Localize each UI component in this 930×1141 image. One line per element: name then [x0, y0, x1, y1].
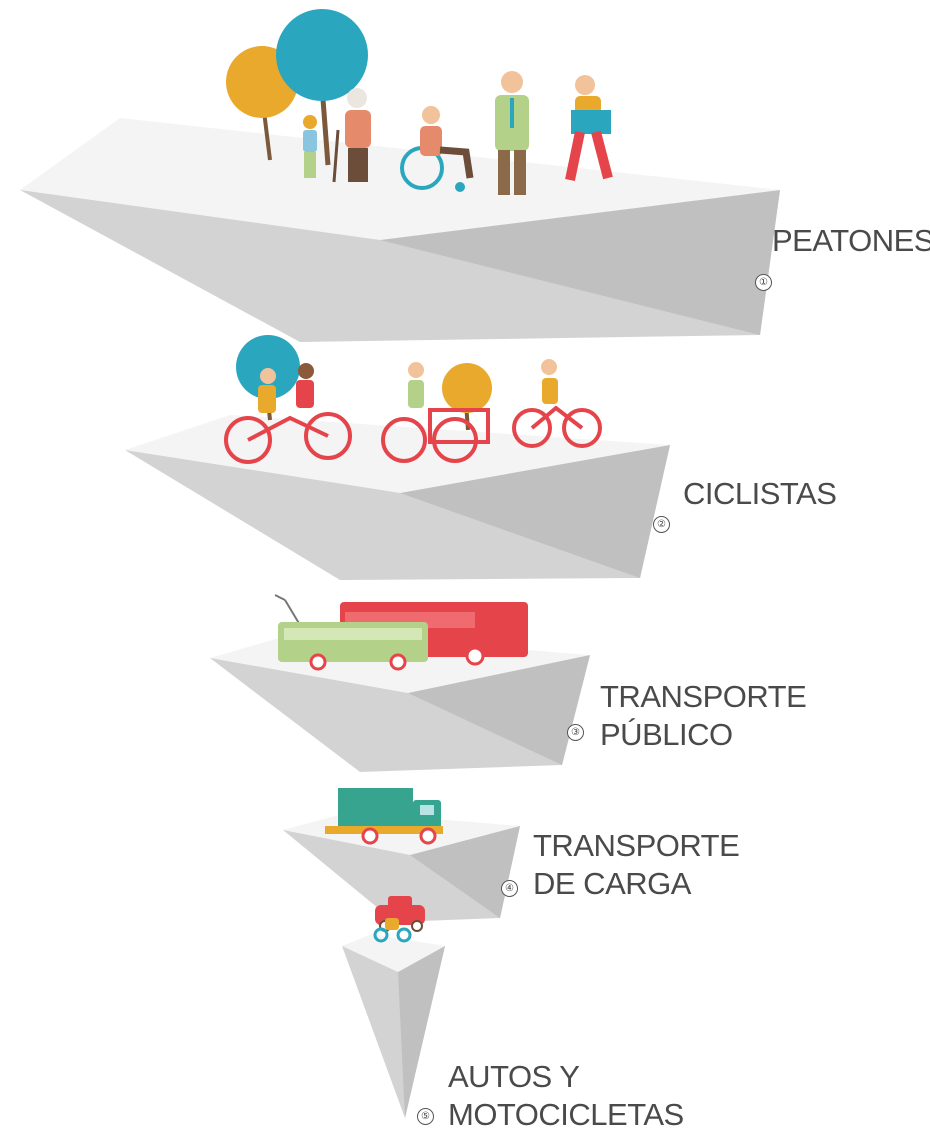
- tier-2-label-line: CICLISTAS: [683, 476, 837, 511]
- tier-4-label-line-2: DE CARGA: [533, 866, 691, 901]
- tier-3-label-line-1: TRANSPORTE: [600, 679, 807, 714]
- tier-4-label: TRANSPORTE DE CARGA: [533, 827, 740, 903]
- tier-1-label: PEATONES: [772, 222, 930, 260]
- truck-icon: [338, 788, 413, 830]
- motorcycle-icon: [373, 927, 389, 943]
- freight-illustration: [325, 788, 443, 845]
- tier-5-label-line-2: MOTOCICLETAS: [448, 1097, 684, 1132]
- tier-3-label-line-2: PÚBLICO: [600, 717, 733, 752]
- tier-5-rank-badge: ⑤: [417, 1108, 434, 1125]
- tier-2-slab: [125, 415, 670, 580]
- tier-3-label: TRANSPORTE PÚBLICO: [600, 678, 807, 754]
- car-moto-illustration: [373, 896, 425, 943]
- tier-5-slab: [342, 934, 445, 1118]
- tier-2-label: CICLISTAS: [683, 475, 837, 513]
- tier-2-rank-badge: ②: [653, 516, 670, 533]
- elder-head-icon: [347, 88, 367, 108]
- cyclists-illustration: [224, 335, 602, 464]
- tier-1-label-line: PEATONES: [772, 223, 930, 258]
- tier-1-rank-badge: ①: [755, 274, 772, 291]
- bicycle-icon: [224, 416, 272, 464]
- tier-4-rank-badge: ④: [501, 880, 518, 897]
- pedestrians-illustration: [226, 9, 613, 195]
- tier-3-rank-badge: ③: [567, 724, 584, 741]
- tier-1-slab: [20, 118, 780, 342]
- tier-5-label: AUTOS Y MOTOCICLETAS: [448, 1058, 684, 1134]
- teal-tree-icon: [276, 9, 368, 101]
- public-transport-illustration: [274, 594, 528, 671]
- tier-5-label-line-1: AUTOS Y: [448, 1059, 580, 1094]
- tier-4-label-line-1: TRANSPORTE: [533, 828, 740, 863]
